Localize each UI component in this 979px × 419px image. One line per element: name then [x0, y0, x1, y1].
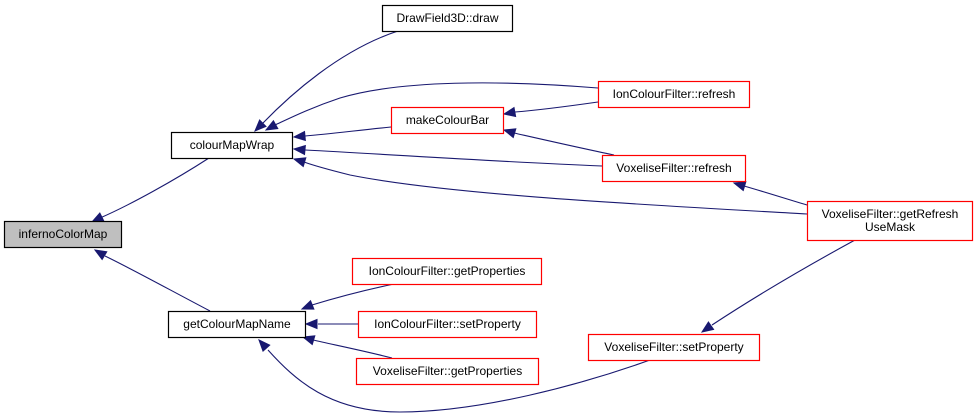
arrowhead-icon [502, 128, 517, 139]
edge-colourbar-to-wrap [292, 126, 392, 142]
node-label: VoxeliseFilter::setProperty [604, 340, 743, 354]
node-label: makeColourBar [406, 113, 489, 127]
node-box [806, 200, 974, 242]
edge-line [513, 132, 615, 156]
edge-getname-to-inferno [93, 249, 211, 312]
node-box [587, 333, 761, 362]
node-box [390, 106, 505, 135]
edge-line [304, 149, 603, 167]
edge-icrefresh-to-wrap [264, 82, 599, 131]
node-wrap[interactable]: colourMapWrap [170, 131, 294, 160]
node-icsetprop[interactable]: IonColourFilter::setProperty [357, 310, 538, 339]
node-vfrefresh[interactable]: VoxeliseFilter::refresh [601, 154, 747, 183]
arrowhead-icon [292, 130, 306, 142]
node-box [355, 357, 540, 386]
node-box [357, 310, 538, 339]
arrowhead-icon [93, 249, 108, 261]
edge-line [743, 185, 808, 206]
edge-vfmask-to-wrap [292, 157, 808, 215]
arrowhead-icon [264, 119, 279, 131]
edge-line [304, 126, 392, 137]
arrowhead-icon [258, 339, 271, 353]
node-icrefresh[interactable]: IonColourFilter::refresh [597, 80, 751, 109]
edge-line [99, 157, 210, 219]
arrowhead-icon [304, 318, 318, 330]
arrowhead-icon [254, 119, 267, 132]
edge-vfrefresh-to-wrap [292, 144, 603, 167]
edge-line [711, 239, 856, 326]
node-box [167, 310, 307, 339]
edge-layer [90, 30, 856, 413]
node-layer: infernoColorMap colourMapWrap getColourMap… [3, 4, 974, 386]
node-label: colourMapWrap [190, 138, 275, 152]
node-draw3d[interactable]: DrawField3D::draw [381, 4, 514, 33]
edge-line [312, 339, 393, 359]
edge-line [104, 255, 211, 312]
arrowhead-icon [300, 299, 315, 310]
node-label: IonColourFilter::refresh [613, 87, 736, 101]
node-label: VoxeliseFilter::refresh [616, 161, 731, 175]
node-box [601, 154, 747, 183]
edge-icgetprops-to-getname [300, 283, 395, 310]
arrowhead-icon [502, 106, 517, 118]
edge-vfrefresh-to-colourbar [502, 128, 615, 156]
node-label: infernoColorMap [19, 227, 108, 241]
edge-line [274, 82, 599, 126]
edge-vfsetprop-to-getname [258, 339, 651, 413]
arrowhead-icon [292, 144, 306, 156]
node-label: VoxeliseFilter::getRefresh [822, 207, 959, 221]
node-label: IonColourFilter::getProperties [369, 264, 526, 278]
edge-vfgetprops-to-getname [301, 335, 393, 359]
node-label: DrawField3D::draw [396, 11, 498, 25]
edge-vfmask-to-vfrefresh [732, 181, 808, 206]
edge-line [261, 30, 399, 125]
node-label: UseMask [865, 220, 916, 234]
node-icgetprops[interactable]: IonColourFilter::getProperties [351, 257, 543, 286]
node-label: VoxeliseFilter::getProperties [373, 364, 522, 378]
node-inferno: infernoColorMap [3, 220, 123, 249]
node-box [351, 257, 543, 286]
node-box [170, 131, 294, 160]
node-vfgetprops[interactable]: VoxeliseFilter::getProperties [355, 357, 540, 386]
edge-line [311, 283, 395, 306]
node-getname[interactable]: getColourMapName [167, 310, 307, 339]
edge-wrap-to-inferno [90, 157, 210, 223]
node-vfsetprop[interactable]: VoxeliseFilter::setProperty [587, 333, 761, 362]
node-box [381, 4, 514, 33]
node-box [597, 80, 751, 109]
edge-line [514, 101, 599, 113]
node-label: IonColourFilter::setProperty [374, 317, 521, 331]
node-box [3, 220, 123, 249]
arrowhead-icon [732, 181, 747, 192]
arrowhead-icon [292, 157, 307, 168]
edge-icrefresh-to-colourbar [502, 101, 599, 118]
arrowhead-icon [90, 212, 105, 223]
edge-icsetprop-to-getname [304, 318, 358, 330]
node-label: getColourMapName [183, 317, 291, 331]
node-colourbar[interactable]: makeColourBar [390, 106, 505, 135]
edge-draw3d-to-wrap [254, 30, 399, 132]
edge-vfmask-to-vfsetprop [700, 239, 856, 333]
arrowhead-icon [700, 321, 715, 333]
edge-line [303, 161, 808, 215]
edge-line [267, 349, 651, 413]
